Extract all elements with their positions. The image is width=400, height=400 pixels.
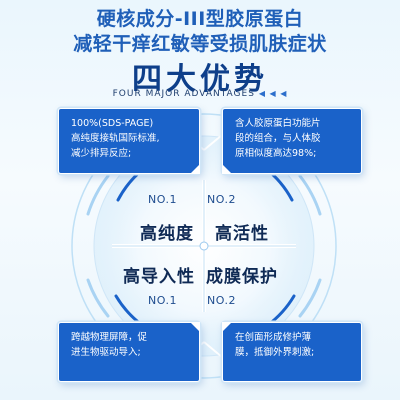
card-corner-notch [222,322,232,332]
subtitle: FOUR MAJOR ADVANTAGES ◀ ◀ ◀ [0,89,400,99]
card-text-line: 高纯度接轨国际标准, [71,133,160,144]
outer-ring [71,113,337,379]
quadrant-label-film-protection: 成膜保护 [206,267,278,287]
card-text-line: 跨越物理屏障，促 [71,332,148,343]
card-text-line: 进生物驱动导入; [71,347,141,358]
number-label-bottom-right: NO.2 [207,294,236,307]
number-label-top-right: NO.2 [207,193,236,206]
subtitle-text: FOUR MAJOR ADVANTAGES [112,89,255,99]
card-text-line: 原相似度高达98%; [235,148,317,159]
card-bottom-right: 在创面形成修护薄 膜，抵御外界刺激; [222,322,362,382]
card-text-line: 减少排异反应; [71,148,132,159]
card-text-line: 含人胶原蛋白功能片 [235,118,321,129]
arc-outer-left-bottom [86,278,110,318]
card-corner-notch [190,322,200,332]
card-text-line: 段的组合，与人体胶 [235,133,321,144]
card-top-right: 含人胶原蛋白功能片 段的组合，与人体胶 原相似度高达98%; [222,108,362,174]
quadrant-label-high-penetration: 高导入性 [123,267,195,287]
card-corner-notch [190,164,200,174]
headline-line-1: 硬核成分-III型胶原蛋白 [96,8,304,30]
quadrant-label-high-purity: 高纯度 [140,224,194,244]
arc-outer-right-top [298,174,322,216]
center-dot [199,241,209,251]
headline-line-2: 减轻干痒红敏等受损肌肤症状 [73,33,327,55]
page-title: 四大优势 [132,62,268,97]
card-text-line: 在创面形成修护薄 [235,332,312,343]
card-bottom-left: 跨越物理屏障，促 进生物驱动导入; [58,322,200,382]
number-label-top-left: NO.1 [148,193,177,206]
card-corner-notch [222,164,232,174]
card-text-line: 膜，抵御外界刺激; [235,347,315,358]
card-top-left: 100%(SDS-PAGE) 高纯度接轨国际标准, 减少排异反应; [58,108,200,174]
number-label-bottom-left: NO.1 [148,294,177,307]
card-text-line: 100%(SDS-PAGE) [71,118,154,129]
quadrant-label-high-activity: 高活性 [215,224,269,244]
arc-outer-right-bottom [298,278,322,318]
arrow-left-icon: ◀ ◀ ◀ [258,89,288,98]
arc-outer-left-top [86,174,110,216]
